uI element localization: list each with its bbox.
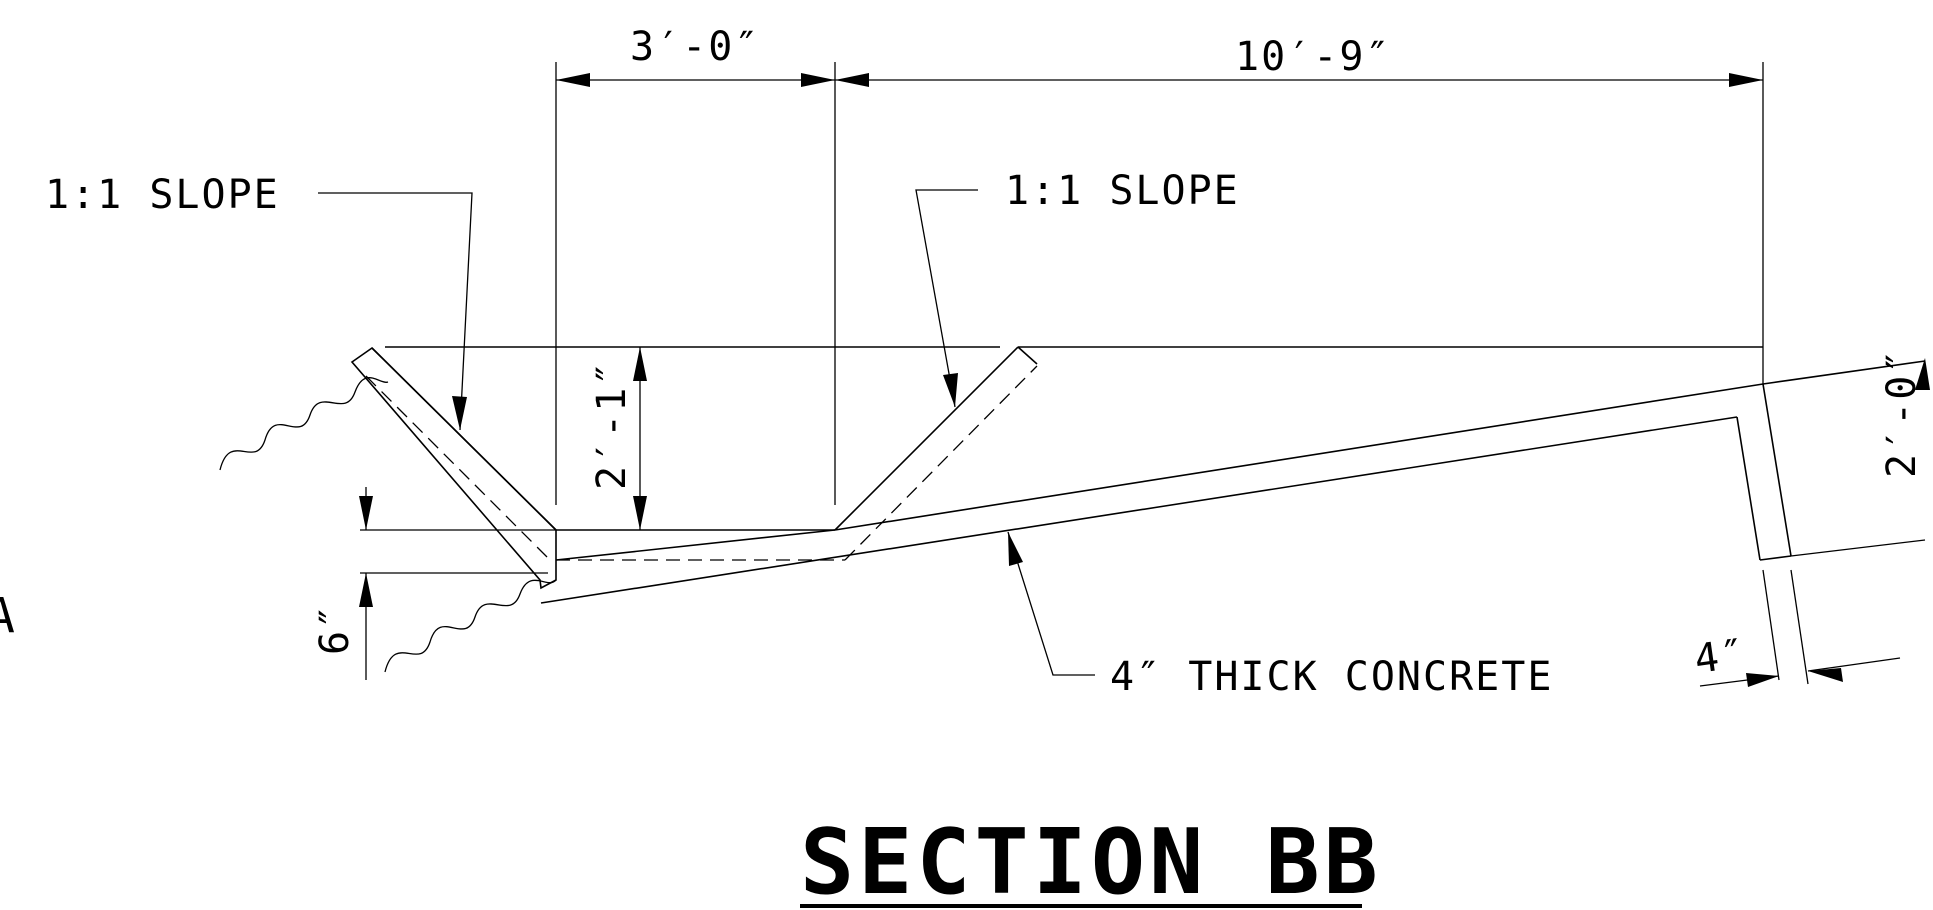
break-line-upper	[219, 377, 389, 471]
concrete-label: 4″ THICK CONCRETE	[1110, 654, 1553, 700]
wall-dimension-lines	[1699, 358, 1930, 687]
drop-dimension	[359, 487, 556, 680]
right-slope-leader	[915, 189, 978, 408]
section-title: SECTION BB	[800, 810, 1382, 910]
left-slope-leader	[318, 192, 473, 431]
dimension-2ft-0in: 2′-0″	[1879, 348, 1925, 478]
break-line-lower	[384, 579, 557, 673]
channel-bottom	[555, 529, 845, 561]
dimension-4in: 4″	[1692, 630, 1750, 683]
top-dimension-lines	[555, 62, 1764, 505]
concrete-leader	[1007, 531, 1095, 676]
right-slope-label: 1:1 SLOPE	[1005, 168, 1240, 214]
edge-mark: A	[0, 588, 17, 644]
depth-dimension	[633, 347, 647, 530]
dimension-2ft-1in: 2′-1″	[589, 360, 635, 490]
left-slope	[350, 346, 557, 590]
left-slope-label: 1:1 SLOPE	[45, 172, 280, 218]
dimension-10ft-9in: 10′-9″	[1235, 34, 1392, 80]
dimension-3ft: 3′-0″	[630, 24, 760, 70]
right-slope	[834, 346, 1038, 561]
concrete-slab	[540, 360, 1926, 604]
dimension-6in: 6″	[312, 603, 358, 655]
